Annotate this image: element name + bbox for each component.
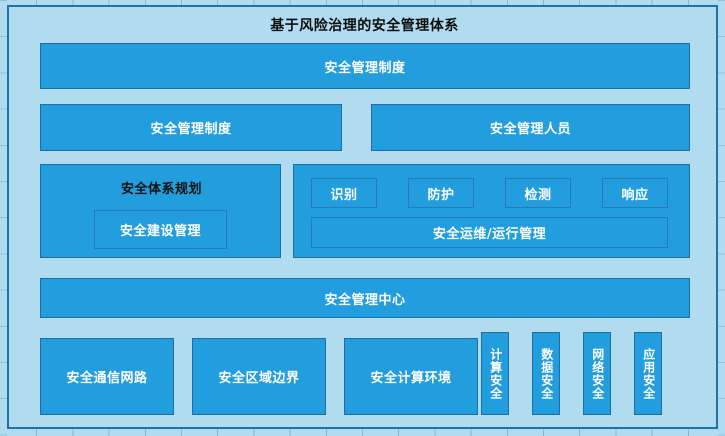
block-security-construction-management[interactable]: 安全建设管理 xyxy=(94,210,227,249)
block-protect-label: 防护 xyxy=(427,187,455,203)
block-network-security[interactable]: 网络安全 xyxy=(583,332,611,415)
block-security-management-policy-top[interactable]: 安全管理制度 xyxy=(40,43,690,89)
ruler-right xyxy=(718,0,725,436)
block-detect-label: 检测 xyxy=(524,187,552,203)
diagram-title: 基于风险治理的安全管理体系 xyxy=(270,18,459,34)
block-secure-computing-environment[interactable]: 安全计算环境 xyxy=(344,338,478,415)
panel-security-system-planning-label: 安全体系规划 xyxy=(120,182,202,197)
block-security-management-policy[interactable]: 安全管理制度 xyxy=(40,104,342,151)
diagram-frame: 基于风险治理的安全管理体系 安全管理制度 安全管理制度 安全管理人员 安全体系规… xyxy=(7,5,718,429)
block-identify[interactable]: 识别 xyxy=(311,178,377,208)
block-application-security[interactable]: 应用安全 xyxy=(634,332,662,415)
block-security-ops-management[interactable]: 安全运维/运行管理 xyxy=(311,217,668,248)
block-secure-area-boundary[interactable]: 安全区域边界 xyxy=(192,338,326,415)
panel-security-system-planning[interactable]: 安全体系规划 安全建设管理 xyxy=(40,164,281,258)
block-respond[interactable]: 响应 xyxy=(602,178,668,208)
block-security-management-center[interactable]: 安全管理中心 xyxy=(40,278,690,318)
ruler-top xyxy=(0,0,725,9)
block-protect[interactable]: 防护 xyxy=(408,178,474,208)
ruler-bottom xyxy=(0,427,725,436)
block-data-security[interactable]: 数据安全 xyxy=(532,332,560,415)
block-respond-label: 响应 xyxy=(621,187,649,203)
block-computing-security[interactable]: 计算安全 xyxy=(481,332,509,415)
block-detect[interactable]: 检测 xyxy=(505,178,571,208)
block-identify-label: 识别 xyxy=(330,187,358,203)
block-secure-communication-network[interactable]: 安全通信网路 xyxy=(40,338,174,415)
ruler-left xyxy=(0,0,7,436)
panel-security-operations[interactable]: 识别 防护 检测 响应 安全运维/运行管理 xyxy=(293,164,690,258)
block-security-management-personnel[interactable]: 安全管理人员 xyxy=(371,104,690,151)
